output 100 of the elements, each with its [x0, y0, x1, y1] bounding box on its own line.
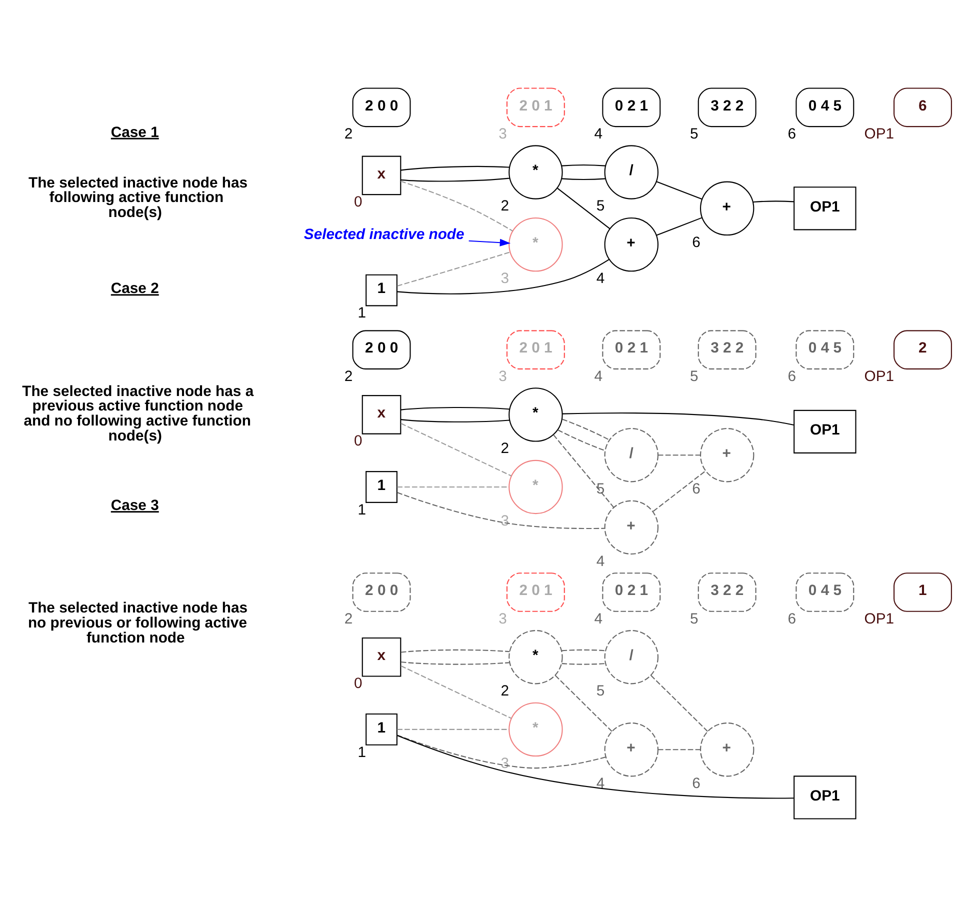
node-circle: / — [604, 630, 659, 684]
label: Case 2 — [110, 280, 159, 297]
node-box: 2 0 1 — [506, 330, 565, 369]
connector — [656, 216, 702, 236]
node-text: Selected inactive node — [304, 226, 464, 242]
connector — [553, 434, 614, 508]
node-box: 3 2 2 — [698, 87, 756, 127]
connector — [652, 470, 706, 512]
node-label: 6 — [692, 234, 700, 250]
node-circle: / — [604, 427, 659, 482]
node-box: 1 — [366, 274, 398, 306]
node-box: x — [362, 394, 402, 434]
node-circle: * — [508, 144, 563, 199]
node-label: 5 — [690, 610, 698, 627]
connector — [753, 200, 794, 202]
node-label: 5 — [690, 126, 698, 142]
node-box: 1 — [894, 572, 952, 612]
connector — [400, 180, 513, 231]
node-label: 2 — [344, 368, 353, 384]
node-box: 0 2 1 — [602, 87, 661, 127]
connector — [400, 422, 512, 476]
node-box: 0 2 1 — [602, 330, 661, 369]
connector — [562, 412, 794, 425]
label: Case 1 — [110, 124, 159, 140]
node-circle: + — [700, 722, 754, 776]
node-box: 1 — [366, 712, 398, 745]
node-label: 4 — [594, 610, 603, 627]
node-circle: * — [508, 630, 563, 684]
node-circle: / — [604, 144, 659, 199]
connector — [397, 734, 606, 768]
node-label: 2 — [500, 440, 509, 457]
connector — [562, 662, 606, 664]
connector — [400, 660, 510, 664]
connector — [562, 648, 606, 651]
node-label: 1 — [358, 744, 366, 760]
node-box: x — [362, 155, 402, 195]
node-box: 0 4 5 — [796, 330, 854, 369]
node-box: x — [362, 636, 402, 676]
connector — [658, 748, 700, 750]
node-box: 2 0 1 — [506, 572, 565, 612]
node-circle: * — [508, 387, 563, 442]
label: The selected inactive node has following active function node(s) — [28, 174, 248, 221]
node-circle: + — [604, 500, 659, 554]
node-box: 1 — [366, 470, 398, 502]
node-label: 4 — [596, 553, 605, 570]
node-label: 2 — [500, 683, 509, 700]
connector — [562, 418, 610, 440]
node-label: 0 — [354, 676, 362, 692]
connector — [397, 486, 510, 488]
node-label: 5 — [690, 368, 698, 384]
node-label: 0 — [354, 433, 362, 450]
node-label: 4 — [594, 126, 603, 142]
node-box: OP1 — [794, 775, 856, 819]
connector — [658, 454, 700, 456]
connector — [400, 165, 510, 170]
connector — [554, 674, 612, 732]
node-label: 4 — [596, 270, 605, 287]
node-label: 2 — [500, 198, 509, 214]
connector — [557, 187, 610, 229]
connector — [400, 406, 510, 410]
node-circle: + — [700, 180, 754, 236]
node-label: 3 — [500, 270, 509, 287]
connector — [562, 178, 606, 180]
label: The selected inactive node has no previous or following active function node — [28, 600, 248, 646]
node-label: OP1 — [864, 610, 894, 627]
node-box: 2 — [894, 330, 952, 369]
node-label: 3 — [498, 610, 507, 627]
connector — [558, 429, 606, 451]
connector — [397, 492, 605, 529]
connector — [400, 664, 512, 718]
connector — [397, 734, 794, 798]
node-circle: + — [604, 722, 659, 776]
node-box: 3 2 2 — [698, 330, 756, 369]
arrow — [468, 238, 511, 246]
connector — [400, 177, 510, 182]
node-circle: * — [508, 216, 563, 272]
node-box: 0 4 5 — [796, 87, 854, 127]
connector — [397, 728, 510, 730]
node-box: 0 2 1 — [602, 572, 661, 612]
node-box: 6 — [894, 87, 952, 127]
connector — [397, 258, 610, 294]
node-label: OP1 — [864, 368, 894, 384]
connector — [650, 674, 708, 732]
node-circle: + — [700, 427, 754, 482]
connector — [400, 418, 510, 422]
node-label: 4 — [594, 368, 603, 384]
node-label: 5 — [596, 198, 605, 214]
node-circle: + — [604, 216, 659, 272]
node-label: OP1 — [864, 126, 894, 142]
label: Case 3 — [110, 498, 159, 514]
node-box: 2 0 0 — [352, 330, 411, 369]
node-box: 2 0 0 — [352, 87, 411, 127]
node-box: 2 0 0 — [352, 572, 411, 612]
connector — [656, 180, 702, 200]
node-label: 6 — [788, 368, 796, 384]
node-label: 1 — [358, 502, 366, 518]
node-label: 6 — [692, 776, 700, 792]
node-label: 6 — [788, 610, 796, 627]
label: The selected inactive node has a previous active function node and no following active function node(s) — [22, 383, 254, 444]
node-label: 4 — [596, 776, 605, 792]
